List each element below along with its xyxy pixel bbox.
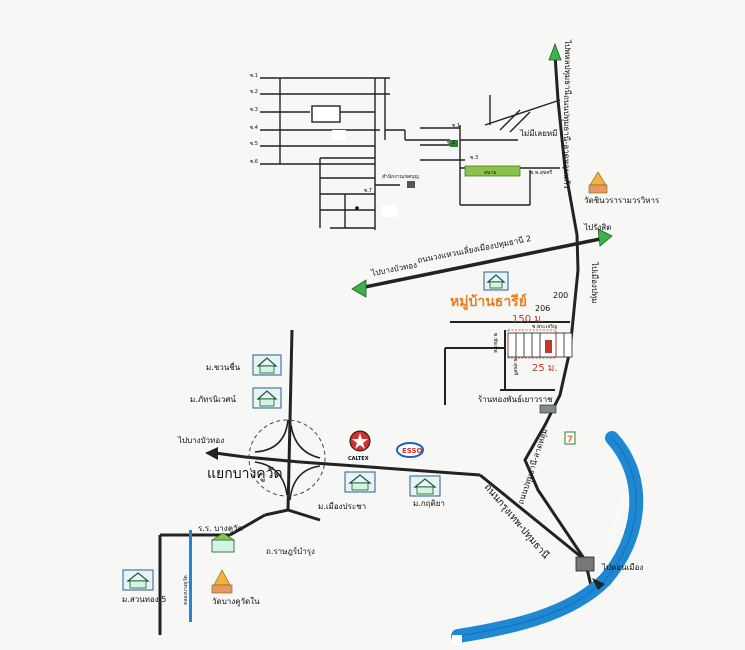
- soi-label: ซ.1: [250, 73, 258, 79]
- target-plot: [545, 340, 552, 353]
- mb-kritiya-label: ม.กฤติยา: [413, 499, 445, 508]
- caltex-label: CALTEX: [348, 456, 369, 462]
- distance-150: 150 ม.: [512, 314, 544, 325]
- inner-soi-label: ซ.2: [447, 140, 455, 146]
- mb-muang-pracha-label: ม.เมืองประชา: [318, 502, 366, 511]
- estate-phattharaniwet-icon: [252, 387, 282, 409]
- ring-road-east-arrow: [597, 228, 613, 247]
- soi-label: ซ.4: [250, 125, 258, 131]
- soi-label: ซ.2: [250, 89, 258, 95]
- soi-side1-label: ซ.ชัยเทพ: [492, 333, 498, 353]
- to-bang-bua-thong-ring-label: ไปบางบัวทอง: [370, 260, 418, 278]
- estate-chuanchuen-icon: [252, 354, 282, 376]
- river-outline: [457, 437, 637, 637]
- soi-sukree-label: ซ.พ.สุขศรี: [530, 169, 553, 176]
- scan-patch: [332, 130, 346, 140]
- office-label: สำนักงานเขตบุญ: [382, 174, 419, 180]
- soi-label: ซ.6: [250, 159, 258, 165]
- gold-shop-icon: [539, 404, 557, 414]
- junction-ring: [248, 419, 326, 497]
- to-don-mueang-label: ไปดอนเมือง: [601, 563, 643, 572]
- north-arrow: [548, 42, 562, 61]
- num-206: 206: [535, 304, 550, 313]
- to-bang-bua-thong-label: ไปบางบัวทอง: [177, 436, 224, 445]
- scan-patch: [382, 205, 398, 217]
- num-200: 200: [553, 291, 568, 300]
- canal: [189, 530, 192, 622]
- scan-patch: [452, 635, 462, 645]
- junction-curves: [254, 419, 321, 501]
- estate-kritiya-icon: [409, 475, 441, 497]
- junction-label: แยกบางคูวัด: [207, 466, 283, 482]
- estate-muang-pracha-icon: [344, 471, 376, 493]
- pathum-lad-road-label: ถนนปทุมธานี-ลาดหลุม: [516, 428, 549, 506]
- main-road-ns: [523, 54, 594, 591]
- to-pathum-top-label: ไปพหลปทุมธานี: [563, 39, 572, 96]
- rat-bamrung-road-label: ถ.ราษฎร์บำรุง: [266, 546, 315, 556]
- mb-suan-thong-label: ม.สวนทอง 5: [122, 595, 166, 604]
- inner-soi-label: ซ.3: [470, 155, 478, 161]
- school-icon: [210, 532, 236, 553]
- north-road-network: [260, 77, 561, 230]
- soi-labels: ซ.1 ซ.2 ซ.3 ซ.4 ซ.5 ซ.6 ซ.7 ซ.1 ซ.2 ซ.3: [250, 73, 478, 194]
- ring-road: [359, 236, 606, 290]
- village-roads: [444, 321, 570, 405]
- soi-label: ซ.5: [250, 141, 258, 147]
- soi-label: ซ.7: [364, 188, 372, 194]
- green-marker: [450, 140, 458, 147]
- chao-phraya-river: [451, 431, 644, 643]
- west-roads: [158, 329, 586, 635]
- to-rangsit-label: ไปรังสิต: [583, 223, 611, 232]
- canal-label: คลองบางคูวัด: [183, 575, 189, 605]
- dimension-frame: [507, 329, 557, 359]
- caltex-logo: [349, 430, 371, 452]
- park-area: [464, 165, 521, 177]
- temple-north-label: วัดชินวรารามวรวิหาร: [584, 196, 660, 205]
- inner-soi-label: ซ.1: [452, 123, 460, 129]
- temple-south-label: วัดบางคูวัดใน: [212, 597, 260, 607]
- school-label: ร.ร. บางคูวัด: [198, 524, 243, 534]
- to-pathum-city-label: ไปเมืองปทุม: [590, 261, 599, 303]
- ring-road-west-arrow: [351, 279, 367, 298]
- don-mueang-arrow: [592, 578, 605, 590]
- gold-shop-label: ร้านทองพันธ์เยาวราช: [478, 394, 553, 404]
- mb-phattharaniwet-label: ม.ภัทรนิเวศน์: [190, 394, 236, 404]
- esso-logo: [396, 442, 424, 458]
- location-dot: [355, 206, 359, 210]
- village-title: หมู่บ้านธารีย์: [450, 293, 527, 310]
- ring-road-label: ถนนวงแหวนเลี่ยงเมืองปทุมธานี 2: [416, 232, 532, 265]
- seven-eleven-icon: 7: [564, 431, 576, 445]
- soi-side2-label: ซ.สุขศรี: [512, 358, 519, 376]
- mb-chuanchuen-label: ม.ชวนชื่น: [206, 361, 241, 372]
- park-label: สนาม: [484, 170, 497, 176]
- esso-label: ESSO: [402, 447, 423, 455]
- pathum-road-top-label: ถนนปทุมธานี-ลาดหลุมแก้ว: [562, 95, 571, 189]
- soi-label: ซ.3: [250, 107, 258, 113]
- svg-text:7: 7: [567, 435, 573, 445]
- bridge: [575, 556, 595, 572]
- minimart-label: ไม่มีเลยหมี: [519, 129, 557, 138]
- west-arrow: [205, 447, 218, 460]
- soi-rasaeng-label: ซ.พระเจริญ: [532, 323, 557, 330]
- office-marker: [407, 181, 415, 188]
- distance-25: 25 ม.: [532, 363, 558, 374]
- temple-south-icon: [211, 569, 233, 594]
- estate-suan-thong-icon: [122, 569, 154, 591]
- temple-north: [588, 171, 608, 194]
- village-plots: [507, 332, 573, 358]
- village-house-icon: [483, 271, 509, 291]
